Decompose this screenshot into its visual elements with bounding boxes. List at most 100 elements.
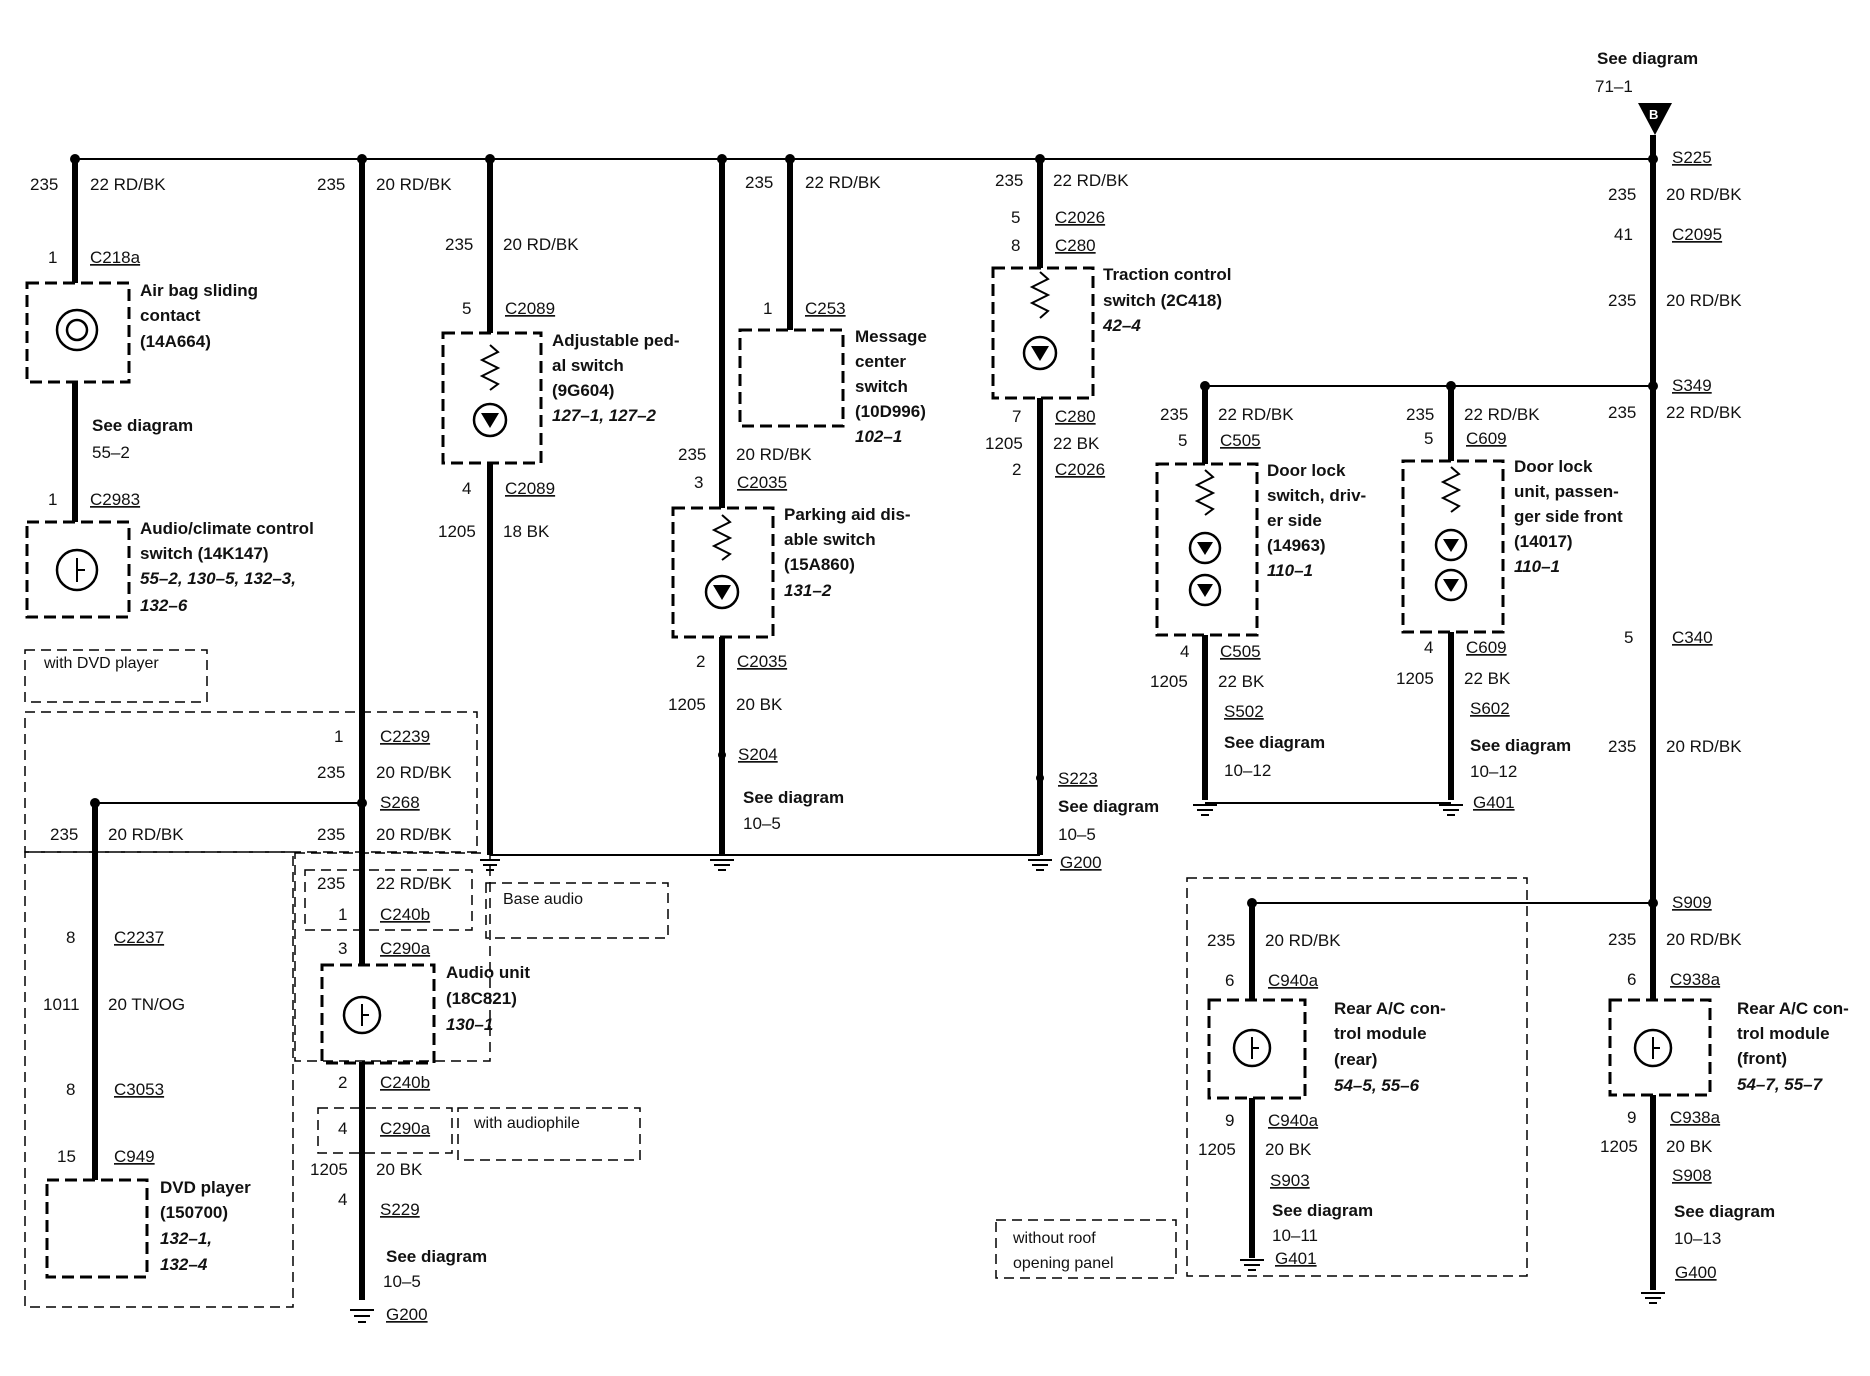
svg-text:8: 8 bbox=[66, 928, 75, 947]
svg-text:10–5: 10–5 bbox=[383, 1272, 421, 1291]
svg-text:center: center bbox=[855, 352, 906, 371]
svg-text:C2983: C2983 bbox=[90, 490, 140, 509]
svg-text:al switch: al switch bbox=[552, 356, 624, 375]
svg-text:Message: Message bbox=[855, 327, 927, 346]
resistor-icon bbox=[1440, 466, 1462, 513]
svg-text:1205: 1205 bbox=[668, 695, 706, 714]
svg-text:1: 1 bbox=[338, 905, 347, 924]
lamp-icon bbox=[1188, 573, 1222, 607]
svg-text:9: 9 bbox=[1225, 1111, 1234, 1130]
svg-text:S908: S908 bbox=[1672, 1166, 1712, 1185]
svg-text:C609: C609 bbox=[1466, 429, 1507, 448]
module-icon bbox=[1633, 1028, 1673, 1068]
svg-text:Rear A/C con-: Rear A/C con- bbox=[1334, 999, 1446, 1018]
svg-text:C949: C949 bbox=[114, 1147, 155, 1166]
svg-text:Audio/climate control: Audio/climate control bbox=[140, 519, 314, 538]
svg-text:41: 41 bbox=[1614, 225, 1633, 244]
svg-text:G400: G400 bbox=[1675, 1263, 1717, 1282]
svg-text:C253: C253 bbox=[805, 299, 846, 318]
svg-text:C2026: C2026 bbox=[1055, 460, 1105, 479]
svg-text:Door lock: Door lock bbox=[1514, 457, 1593, 476]
svg-text:S909: S909 bbox=[1672, 893, 1712, 912]
svg-text:See diagram: See diagram bbox=[1470, 736, 1571, 755]
svg-text:C3053: C3053 bbox=[114, 1080, 164, 1099]
svg-text:1205: 1205 bbox=[985, 434, 1023, 453]
svg-text:switch, driv-: switch, driv- bbox=[1267, 486, 1366, 505]
resistor-icon bbox=[1029, 271, 1051, 319]
svg-text:235: 235 bbox=[317, 825, 345, 844]
svg-text:(10D996): (10D996) bbox=[855, 402, 926, 421]
column-rearac-rear: 235 20 RD/BK 6 C940a Rear A/C con- trol … bbox=[995, 877, 1653, 1279]
svg-text:Adjustable ped-: Adjustable ped- bbox=[552, 331, 680, 350]
svg-text:trol module: trol module bbox=[1334, 1024, 1427, 1043]
clockspring-icon bbox=[55, 308, 99, 352]
svg-text:C240b: C240b bbox=[380, 1073, 430, 1092]
svg-text:C240b: C240b bbox=[380, 905, 430, 924]
ref-top-num: 71–1 bbox=[1595, 77, 1633, 96]
svg-text:55–2, 130–5, 132–3,: 55–2, 130–5, 132–3, bbox=[140, 569, 296, 588]
svg-text:C2089: C2089 bbox=[505, 479, 555, 498]
svg-text:with DVD player: with DVD player bbox=[43, 655, 159, 672]
column-door-passenger: 235 22 RD/BK 5 C609 Door lock unit, pass… bbox=[1396, 386, 1623, 816]
column-pedal: 235 20 RD/BK 5 C2089 Adjustable ped- al … bbox=[438, 159, 680, 939]
svg-text:235: 235 bbox=[678, 445, 706, 464]
svg-text:235: 235 bbox=[1608, 185, 1636, 204]
svg-text:5: 5 bbox=[1178, 431, 1187, 450]
svg-text:235: 235 bbox=[1160, 405, 1188, 424]
svg-text:235: 235 bbox=[317, 874, 345, 893]
svg-text:2: 2 bbox=[338, 1073, 347, 1092]
svg-text:20 RD/BK: 20 RD/BK bbox=[376, 763, 452, 782]
svg-text:(150700): (150700) bbox=[160, 1203, 228, 1222]
svg-text:switch (2C418): switch (2C418) bbox=[1103, 291, 1222, 310]
ref-triangle-icon bbox=[1638, 103, 1672, 135]
svg-text:1205: 1205 bbox=[1600, 1137, 1638, 1156]
svg-text:235: 235 bbox=[317, 175, 345, 194]
svg-text:1205: 1205 bbox=[438, 522, 476, 541]
svg-text:5: 5 bbox=[1624, 628, 1633, 647]
svg-text:(9G604): (9G604) bbox=[552, 381, 614, 400]
svg-text:S268: S268 bbox=[380, 793, 420, 812]
column-right-main: 235 20 RD/BK 41 C2095 235 20 RD/BK 235 2… bbox=[1600, 135, 1849, 1304]
svg-text:20 RD/BK: 20 RD/BK bbox=[503, 235, 579, 254]
svg-text:5: 5 bbox=[1011, 208, 1020, 227]
module-icon bbox=[1232, 1028, 1272, 1068]
lamp-icon bbox=[472, 402, 508, 438]
svg-text:C940a: C940a bbox=[1268, 971, 1319, 990]
svg-text:C2089: C2089 bbox=[505, 299, 555, 318]
svg-text:10–5: 10–5 bbox=[743, 814, 781, 833]
svg-text:7: 7 bbox=[1012, 407, 1021, 426]
lamp-icon bbox=[704, 574, 740, 610]
svg-text:235: 235 bbox=[1608, 291, 1636, 310]
svg-text:235: 235 bbox=[1207, 931, 1235, 950]
svg-text:20 RD/BK: 20 RD/BK bbox=[376, 175, 452, 194]
svg-text:3: 3 bbox=[694, 473, 703, 492]
svg-text:4: 4 bbox=[462, 479, 471, 498]
svg-text:235: 235 bbox=[1608, 403, 1636, 422]
electronic-module-icon bbox=[55, 548, 99, 592]
svg-text:opening panel: opening panel bbox=[1013, 1255, 1114, 1272]
svg-text:55–2: 55–2 bbox=[92, 443, 130, 462]
svg-text:without roof: without roof bbox=[1012, 1230, 1096, 1247]
svg-text:18 BK: 18 BK bbox=[503, 522, 550, 541]
svg-text:20 BK: 20 BK bbox=[1666, 1137, 1713, 1156]
svg-text:235: 235 bbox=[745, 173, 773, 192]
svg-text:22 RD/BK: 22 RD/BK bbox=[90, 175, 166, 194]
svg-text:S602: S602 bbox=[1470, 699, 1510, 718]
svg-text:G401: G401 bbox=[1473, 793, 1515, 812]
svg-text:switch: switch bbox=[855, 377, 908, 396]
svg-text:2: 2 bbox=[696, 652, 705, 671]
svg-text:20 BK: 20 BK bbox=[1265, 1140, 1312, 1159]
svg-text:10–12: 10–12 bbox=[1470, 762, 1517, 781]
svg-text:54–5, 55–6: 54–5, 55–6 bbox=[1334, 1076, 1420, 1095]
svg-text:2: 2 bbox=[1012, 460, 1021, 479]
svg-text:8: 8 bbox=[1011, 236, 1020, 255]
svg-text:132–1,: 132–1, bbox=[160, 1229, 212, 1248]
svg-text:6: 6 bbox=[1225, 971, 1234, 990]
svg-text:C505: C505 bbox=[1220, 642, 1261, 661]
svg-text:(15A860): (15A860) bbox=[784, 555, 855, 574]
svg-text:See diagram: See diagram bbox=[1272, 1201, 1373, 1220]
svg-text:20 RD/BK: 20 RD/BK bbox=[1265, 931, 1341, 950]
bus-s349: S349 bbox=[1200, 376, 1712, 395]
svg-text:22 BK: 22 BK bbox=[1218, 672, 1265, 691]
column-airbag: 235 22 RD/BK 1 C218a Air bag sliding con… bbox=[24, 159, 314, 703]
